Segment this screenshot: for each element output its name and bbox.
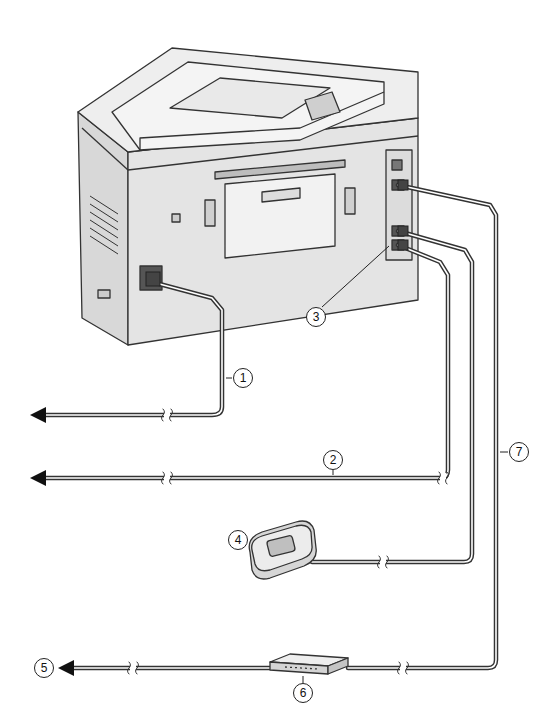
- device-top: [252, 525, 312, 571]
- leader-lines: [226, 246, 508, 683]
- cables: [46, 185, 496, 674]
- plugs: [146, 180, 408, 286]
- vent-line: [90, 204, 118, 222]
- leader-line: [303, 676, 304, 683]
- lan-plug: [398, 180, 408, 190]
- body-seam: [128, 136, 418, 170]
- arrow-head: [30, 407, 46, 423]
- router-lights: [285, 667, 318, 669]
- ext-cord: [312, 231, 472, 562]
- callout-number: 4: [228, 530, 248, 550]
- rear-cover-tab: [262, 188, 300, 202]
- arrow-head: [58, 660, 74, 676]
- feeder-tray: [170, 78, 330, 118]
- break-mark: [128, 662, 139, 674]
- leader-line: [500, 452, 508, 453]
- side-latch: [205, 200, 215, 226]
- vent-line: [90, 196, 118, 214]
- break-mark: [162, 472, 173, 484]
- usb-port: [392, 160, 402, 170]
- break-mark: [162, 409, 173, 421]
- port-panel: [386, 150, 412, 260]
- arrow-head: [30, 470, 46, 486]
- callout-number: 7: [509, 442, 529, 462]
- modem-cord: [74, 667, 270, 669]
- control-panel: [305, 92, 340, 120]
- device-body: [249, 521, 316, 579]
- leader-line: [333, 470, 334, 475]
- power-cord: [46, 282, 222, 415]
- power-cord: [46, 282, 222, 415]
- document-feeder: [112, 62, 384, 150]
- leader-line: [322, 246, 389, 307]
- direction-arrows: [30, 407, 74, 676]
- vent-line: [90, 212, 118, 230]
- callout-number: 1: [233, 368, 253, 388]
- cable-breaks: [128, 409, 449, 674]
- cable-inner: [46, 185, 496, 668]
- line-cord: [46, 245, 448, 478]
- side-face: [78, 112, 128, 345]
- lan-cable: [348, 185, 496, 668]
- printer-body: [78, 48, 418, 345]
- rear-cover: [225, 174, 335, 258]
- side-badge: [98, 290, 110, 298]
- side-latch: [345, 188, 355, 214]
- line-plug: [398, 240, 408, 250]
- callout-number: 5: [34, 658, 54, 678]
- body-seam: [82, 128, 128, 170]
- break-mark: [378, 556, 389, 568]
- leader-line: [226, 378, 232, 379]
- callout-number: 6: [293, 683, 313, 703]
- callout-number: 3: [306, 307, 326, 327]
- extension-device: [249, 521, 316, 579]
- router: [270, 654, 348, 674]
- modem-cord: [74, 666, 270, 671]
- ext-plug: [398, 226, 408, 236]
- vent-line: [90, 220, 118, 238]
- back-face: [128, 118, 418, 345]
- line-cord: [46, 245, 448, 478]
- callout-number: 2: [323, 450, 343, 470]
- lan-cable: [348, 185, 496, 668]
- rear-mark: [172, 214, 180, 222]
- top-face: [78, 48, 418, 152]
- router-front: [270, 662, 328, 674]
- cable-outer: [46, 185, 496, 668]
- power-plug: [146, 272, 160, 286]
- device-screen: [266, 535, 295, 557]
- power-inlet: [140, 266, 162, 290]
- vent-line: [90, 228, 118, 246]
- vent-slots: [90, 196, 118, 254]
- break-mark: [438, 472, 449, 484]
- router-side: [328, 658, 348, 674]
- vent-line: [90, 236, 118, 254]
- break-mark: [398, 662, 409, 674]
